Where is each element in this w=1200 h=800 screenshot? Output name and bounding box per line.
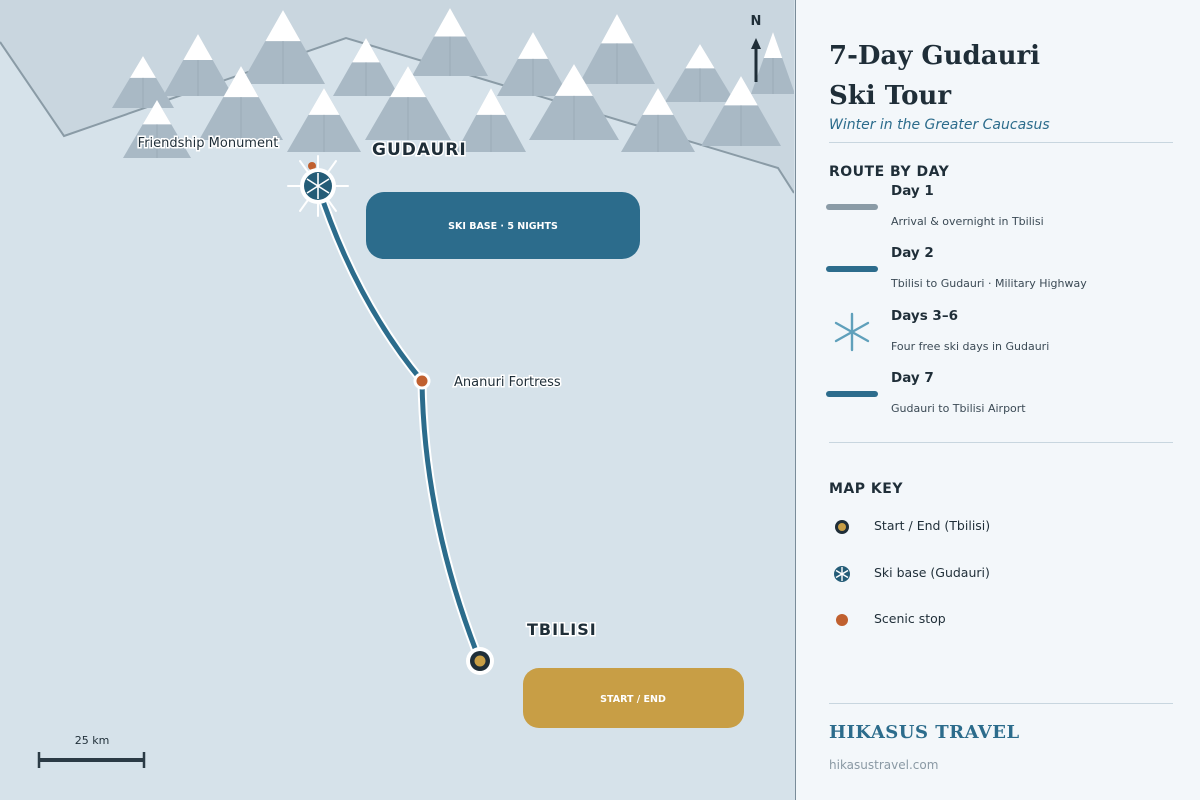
- mountain-snowcap: [265, 10, 301, 42]
- key-label: Start / End (Tbilisi): [874, 518, 991, 533]
- mountain-snowcap: [763, 32, 783, 59]
- scenic-stop-dot-icon: [836, 614, 848, 626]
- scale-label: 25 km: [75, 734, 110, 747]
- start-end-callout-label: START / END: [600, 694, 666, 705]
- north-arrow-icon: N: [751, 14, 762, 82]
- blue-route-line-icon: [826, 391, 878, 397]
- mountain-snowcap: [308, 88, 340, 115]
- route-heading: ROUTE BY DAY: [829, 164, 950, 180]
- ski-base-marker-icon: [834, 566, 850, 582]
- mountain-ridge-line: [0, 36, 794, 194]
- mountain-snowcap: [476, 88, 506, 115]
- day-description: Tbilisi to Gudauri · Military Highway: [891, 277, 1087, 290]
- place-label-tbilisi: TBILISI: [527, 620, 597, 639]
- route-map[interactable]: Friendship Monument GUDAURI Ananuri Fort…: [0, 0, 794, 800]
- key-heading: MAP KEY: [829, 481, 903, 497]
- key-row-scenic: Scenic stop: [796, 608, 1200, 632]
- key-label: Scenic stop: [874, 611, 946, 626]
- snowflake-icon: [834, 312, 870, 352]
- day-title: Days 3–6: [891, 308, 958, 324]
- day-row-1[interactable]: Day 1 Arrival & overnight in Tbilisi: [796, 183, 1200, 243]
- ski-base-marker[interactable]: [287, 155, 349, 217]
- key-label: Ski base (Gudauri): [874, 565, 990, 580]
- north-label: N: [751, 14, 762, 29]
- ski-base-callout-label: SKI BASE · 5 NIGHTS: [448, 221, 558, 232]
- day-description: Gudauri to Tbilisi Airport: [891, 402, 1026, 415]
- mountain-snowcap: [183, 34, 213, 61]
- day-title: Day 7: [891, 370, 934, 386]
- start-end-marker[interactable]: [466, 647, 494, 675]
- place-label-ananuri: Ananuri Fortress: [454, 375, 561, 390]
- website-link[interactable]: hikasustravel.com: [829, 758, 939, 772]
- blue-route-line-icon: [826, 266, 878, 272]
- divider: [829, 442, 1173, 443]
- day-description: Four free ski days in Gudauri: [891, 340, 1050, 353]
- title-line-1: 7-Day Gudauri: [829, 41, 1041, 71]
- route-map-canvas: Friendship Monument GUDAURI Ananuri Fort…: [0, 0, 794, 768]
- place-label-friendship: Friendship Monument: [138, 136, 279, 151]
- mountain-snowcap: [724, 76, 758, 106]
- key-row-ski-base: Ski base (Gudauri): [796, 562, 1200, 586]
- brand-name: HIKASUS TRAVEL: [829, 722, 1020, 743]
- mountain-snowcap: [685, 44, 715, 69]
- mountain-snowcap: [601, 14, 633, 44]
- page-subtitle: Winter in the Greater Caucasus: [829, 117, 1050, 133]
- ski-base-callout: SKI BASE · 5 NIGHTS: [366, 192, 640, 259]
- grey-route-line-icon: [826, 204, 878, 210]
- mountain-snowcap: [389, 66, 427, 98]
- start-end-callout: START / END: [523, 668, 744, 728]
- scale-bar: 25 km: [37, 734, 146, 768]
- key-row-start-end: Start / End (Tbilisi): [796, 515, 1200, 539]
- day-title: Day 2: [891, 245, 934, 261]
- divider: [829, 142, 1173, 143]
- place-label-gudauri: GUDAURI: [372, 140, 467, 160]
- mountain-range: [112, 8, 794, 158]
- mountain-snowcap: [434, 8, 466, 37]
- day-row-2[interactable]: Day 2 Tbilisi to Gudauri · Military High…: [796, 245, 1200, 305]
- page-title: 7-Day Gudauri Ski Tour: [829, 36, 1189, 116]
- mountain-snowcap: [142, 100, 172, 125]
- title-line-2: Ski Tour: [829, 81, 952, 111]
- day-row-3[interactable]: Days 3–6 Four free ski days in Gudauri: [796, 308, 1200, 368]
- mountain-snowcap: [352, 38, 380, 63]
- mountain-snowcap: [642, 88, 674, 115]
- day-row-4[interactable]: Day 7 Gudauri to Tbilisi Airport: [796, 370, 1200, 430]
- divider: [829, 703, 1173, 704]
- mountain-snowcap: [517, 32, 549, 59]
- day-title: Day 1: [891, 183, 934, 199]
- itinerary-panel: 7-Day Gudauri Ski Tour Winter in the Gre…: [795, 0, 1200, 800]
- scenic-stop-ananuri[interactable]: [413, 372, 431, 390]
- mountain-snowcap: [129, 56, 157, 78]
- mountain-snowcap: [223, 66, 259, 98]
- day-description: Arrival & overnight in Tbilisi: [891, 215, 1044, 228]
- start-end-marker-icon: [835, 520, 849, 534]
- mountain-snowcap: [555, 64, 593, 96]
